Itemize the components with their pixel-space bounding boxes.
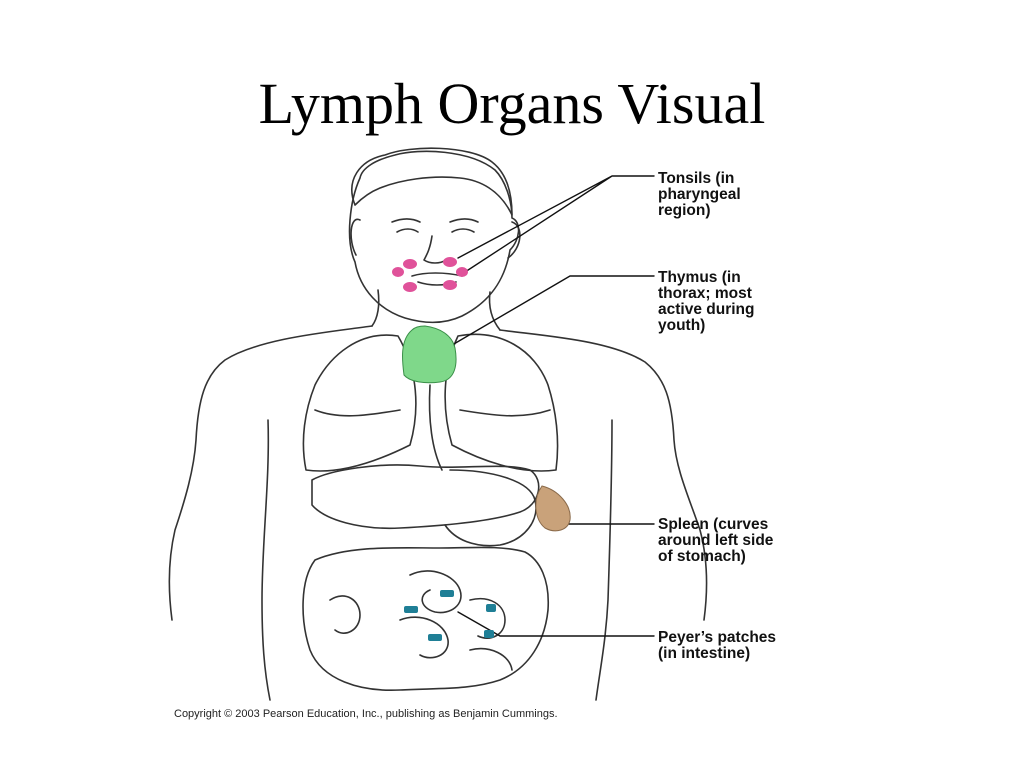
- torso-outline: [168, 325, 708, 621]
- tonsils-marks: [392, 257, 468, 292]
- esophagus: [428, 384, 443, 471]
- intestine-coils: [329, 570, 513, 671]
- ear-left: [350, 218, 361, 256]
- intestines-outer: [302, 546, 550, 691]
- label-thymus: Thymus (in thorax; most active during yo…: [658, 269, 755, 334]
- tonsils-leader: [457, 175, 655, 275]
- lung-fissures: [314, 409, 551, 417]
- thymus-gland: [401, 325, 457, 384]
- neck-left: [371, 289, 380, 327]
- label-tonsils: Tonsils (in pharyngeal region): [658, 170, 741, 219]
- neck-right: [488, 291, 501, 331]
- peyers-leader: [457, 611, 655, 637]
- stomach: [444, 469, 537, 547]
- head-outline: [348, 150, 520, 324]
- label-spleen: Spleen (curves around left side of stoma…: [658, 516, 774, 565]
- torso-sides: [261, 419, 613, 701]
- liver: [311, 464, 540, 530]
- thymus-leader: [429, 275, 655, 359]
- eyebrows: [391, 218, 479, 223]
- slide-title: Lymph Organs Visual: [258, 71, 766, 136]
- peyers-patches-marks: [404, 590, 496, 641]
- right-lung: [444, 333, 559, 472]
- spleen-organ: [535, 485, 571, 532]
- ear-right: [507, 221, 521, 259]
- copyright-notice: Copyright © 2003 Pearson Education, Inc.…: [174, 708, 558, 720]
- left-lung: [302, 334, 417, 472]
- nose: [423, 235, 447, 264]
- label-peyers-patches: Peyer’s patches (in intestine): [658, 629, 777, 662]
- hair-outline: [351, 147, 513, 216]
- eyes: [396, 228, 475, 233]
